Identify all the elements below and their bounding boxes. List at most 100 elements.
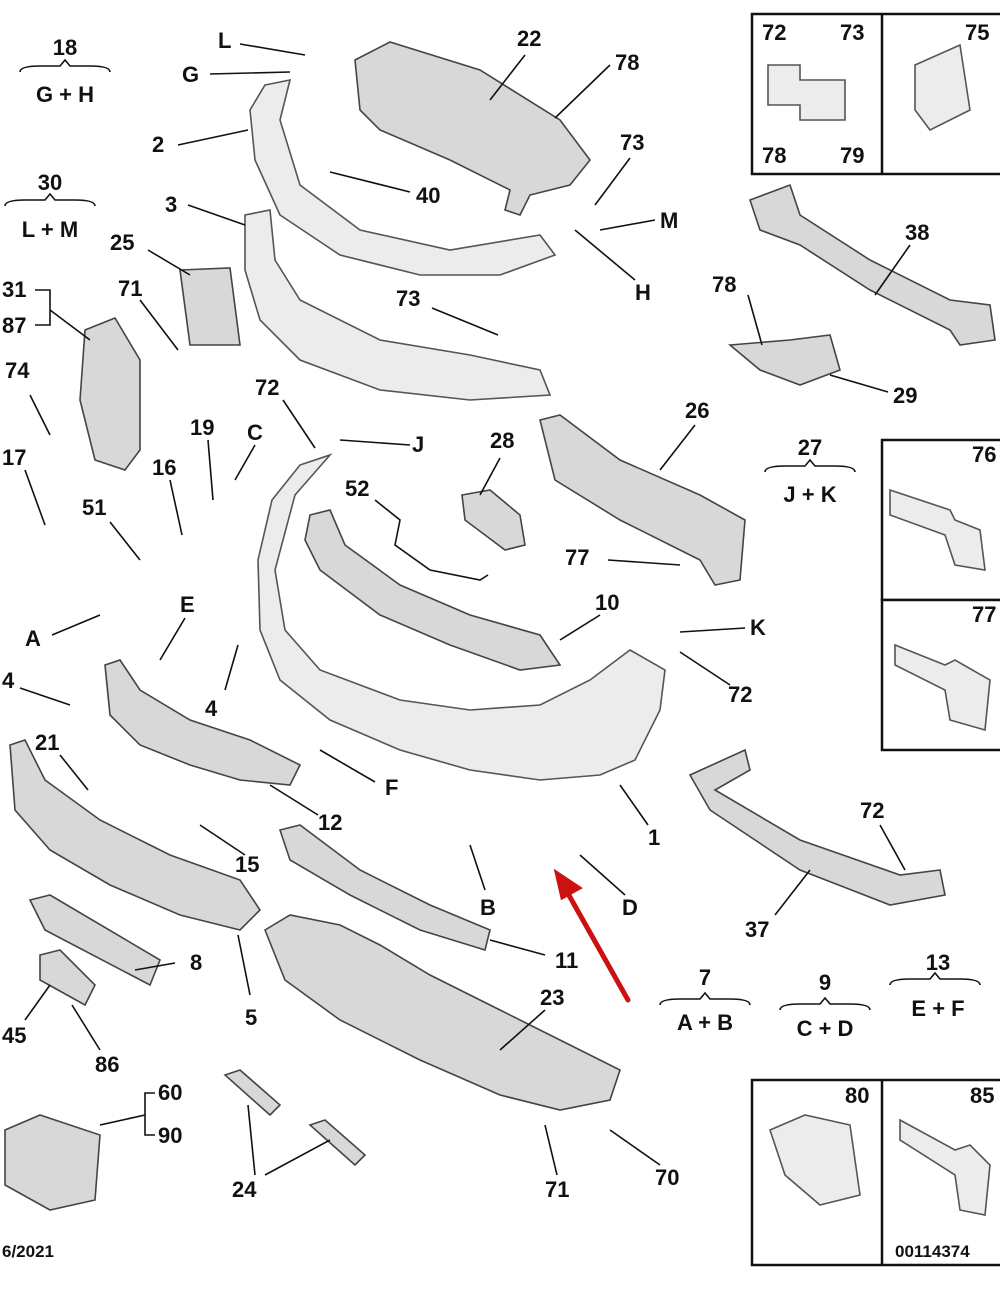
footer-date: 6/2021 bbox=[2, 1242, 54, 1261]
callout-52: 52 bbox=[345, 476, 369, 501]
lead-16 bbox=[169, 479, 183, 536]
callout-17: 17 bbox=[2, 445, 26, 470]
lead-E bbox=[159, 617, 186, 661]
callout-A: A bbox=[25, 626, 41, 651]
callout-D: D bbox=[622, 895, 638, 920]
callout-72-lower: 72 bbox=[860, 798, 884, 823]
brace-27 bbox=[764, 458, 856, 473]
lead-31-87 bbox=[35, 289, 91, 341]
lead-8 bbox=[134, 962, 176, 971]
part-3-grille-frame bbox=[244, 209, 552, 401]
lead-72b bbox=[679, 651, 731, 686]
callout-19: 19 bbox=[190, 415, 214, 440]
inset-label-80: 80 bbox=[845, 1083, 869, 1108]
callout-3: 3 bbox=[165, 192, 177, 217]
lead-86 bbox=[71, 1004, 101, 1051]
inset-box-fasteners-top: 72 73 75 78 79 bbox=[750, 12, 1000, 176]
lead-28 bbox=[479, 457, 501, 496]
lead-25 bbox=[147, 249, 191, 276]
inset-box-screw-77: 77 bbox=[880, 598, 1000, 752]
lead-B bbox=[469, 844, 486, 891]
lead-D bbox=[579, 854, 626, 896]
brace-18 bbox=[19, 58, 111, 73]
lead-3 bbox=[187, 204, 246, 226]
brace-30 bbox=[4, 192, 96, 207]
part-24-strip-b bbox=[308, 1119, 367, 1167]
lead-45 bbox=[24, 984, 51, 1021]
lead-26 bbox=[659, 424, 696, 471]
callout-72-right: 72 bbox=[728, 682, 752, 707]
callout-8: 8 bbox=[190, 950, 202, 975]
inset-label-85: 85 bbox=[970, 1083, 994, 1108]
highlight-arrow bbox=[553, 868, 631, 1003]
inset-label-77: 77 bbox=[972, 602, 996, 627]
lead-71b bbox=[544, 1124, 558, 1176]
callout-e-plus-f: E + F bbox=[911, 996, 964, 1021]
callout-E: E bbox=[180, 592, 195, 617]
callout-g-plus-h: G + H bbox=[36, 82, 94, 107]
part-10-reinforcement bbox=[304, 509, 562, 671]
callout-71-bottom: 71 bbox=[545, 1177, 569, 1202]
part-1-bumper-cover bbox=[257, 453, 666, 781]
lead-17 bbox=[24, 469, 46, 526]
inset-label-72: 72 bbox=[762, 20, 786, 45]
callout-1: 1 bbox=[648, 825, 660, 850]
lead-4a bbox=[19, 687, 71, 706]
brace-9 bbox=[779, 996, 871, 1011]
lead-2 bbox=[177, 129, 249, 146]
lead-15 bbox=[199, 824, 246, 856]
lead-4b bbox=[224, 644, 239, 691]
callout-j-plus-k: J + K bbox=[783, 482, 836, 507]
callout-40: 40 bbox=[416, 183, 440, 208]
callout-38: 38 bbox=[905, 220, 929, 245]
callout-4-left: 4 bbox=[2, 668, 15, 693]
lead-24 bbox=[247, 1104, 331, 1176]
inset-label-73: 73 bbox=[840, 20, 864, 45]
callout-F: F bbox=[385, 775, 398, 800]
footer: 6/2021 00114374 bbox=[2, 1242, 970, 1261]
callout-86: 86 bbox=[95, 1052, 119, 1077]
callout-K: K bbox=[750, 615, 766, 640]
callout-90: 90 bbox=[158, 1123, 182, 1148]
part-11-deflector bbox=[278, 824, 491, 952]
lead-71a bbox=[139, 299, 179, 351]
lead-F bbox=[319, 749, 376, 783]
lead-73b bbox=[431, 307, 499, 336]
callout-74: 74 bbox=[5, 358, 30, 383]
inset-label-76: 76 bbox=[972, 442, 996, 467]
callout-M: M bbox=[660, 208, 678, 233]
callout-60: 60 bbox=[158, 1080, 182, 1105]
lead-23 bbox=[499, 1009, 546, 1051]
leader-lines bbox=[4, 43, 981, 1176]
arrow-head bbox=[553, 868, 583, 901]
inset-label-75: 75 bbox=[965, 20, 989, 45]
callout-10: 10 bbox=[595, 590, 619, 615]
callout-28: 28 bbox=[490, 428, 514, 453]
lead-72a bbox=[282, 399, 316, 449]
lead-38 bbox=[874, 244, 911, 296]
part-28-bracket bbox=[461, 489, 526, 551]
callout-70: 70 bbox=[655, 1165, 679, 1190]
callout-22: 22 bbox=[517, 26, 541, 51]
callout-71-top: 71 bbox=[118, 276, 142, 301]
part-23-undertray bbox=[264, 914, 621, 1111]
part-31-side-bracket bbox=[79, 317, 141, 471]
callout-11: 11 bbox=[555, 948, 578, 973]
lead-77 bbox=[607, 559, 681, 566]
callout-27: 27 bbox=[798, 435, 822, 460]
part-22-upper-support bbox=[354, 41, 592, 216]
callout-G: G bbox=[182, 62, 199, 87]
part-60-90-module bbox=[4, 1114, 101, 1211]
callout-78-mid: 78 bbox=[712, 272, 736, 297]
lead-1 bbox=[619, 784, 649, 826]
callout-H: H bbox=[635, 280, 651, 305]
part-25-air-duct bbox=[179, 267, 241, 346]
lead-J bbox=[339, 439, 411, 446]
callout-2: 2 bbox=[152, 132, 164, 157]
inset-label-78: 78 bbox=[762, 143, 786, 168]
lead-72c bbox=[879, 824, 906, 871]
callout-73-mid: 73 bbox=[396, 286, 420, 311]
callout-77: 77 bbox=[565, 545, 589, 570]
lead-37 bbox=[774, 869, 811, 916]
callout-J: J bbox=[412, 432, 424, 457]
